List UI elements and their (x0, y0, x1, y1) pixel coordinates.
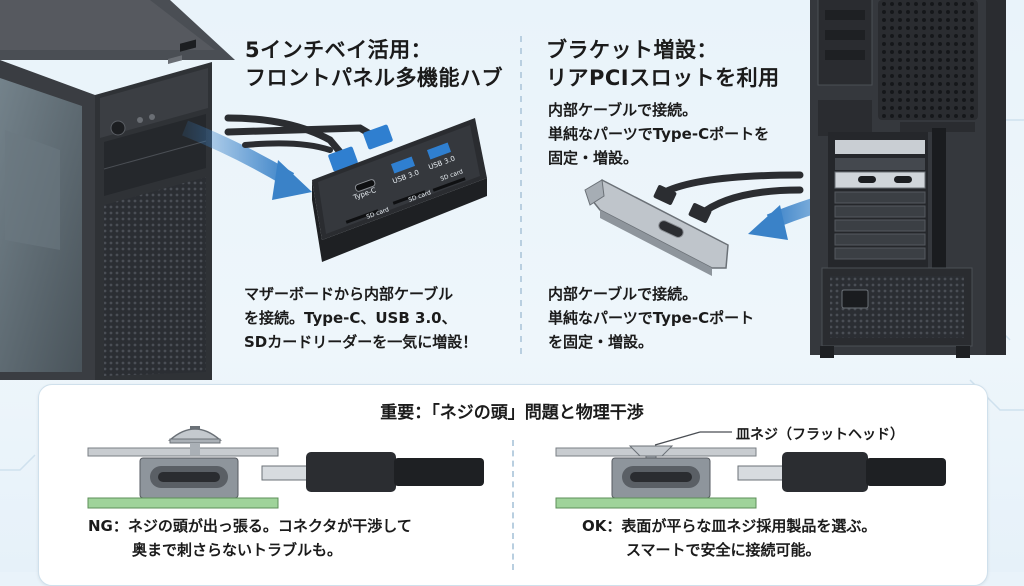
callout-leader (654, 431, 701, 446)
ok-diagram (555, 431, 946, 509)
usb-port-1 (390, 156, 416, 174)
usb-headers (328, 124, 393, 172)
ng-note-line2: 奥まで刺さらないトラブルも。 (132, 541, 343, 559)
left-desc-line3: SDカードリーダーを一気に増設！ (244, 333, 478, 351)
ok-flat-head-screw (628, 445, 674, 457)
front-panel-cables (224, 114, 384, 162)
left-desc-line1: マザーボードから内部ケーブル (244, 285, 454, 303)
screw-warning-heading: 重要：「ネジの頭」問題と物理干渉 (380, 403, 644, 423)
right-title-line2: リアPCIスロットを利用 (546, 66, 780, 90)
bottom-divider (512, 440, 514, 570)
right-lower-description: 内部ケーブルで接続。 単純なパーツでType-Cポート を固定・増設。 (548, 282, 754, 354)
right-upper-line1: 内部ケーブルで接続。 (548, 101, 698, 119)
right-upper-line3: 固定・増設。 (548, 149, 639, 167)
left-title-line2: フロントパネル多機能ハブ (245, 66, 503, 90)
right-upper-line2: 単純なパーツでType-Cポートを (548, 125, 770, 143)
ng-diagram (87, 426, 484, 509)
front-panel-hub (312, 118, 487, 262)
ok-note-line2: スマートで安全に接続可能。 (626, 541, 821, 559)
right-lower-line3: を固定・増設。 (548, 333, 654, 351)
right-title-line1: ブラケット増設： (546, 38, 718, 62)
bracket-typec-port (658, 220, 684, 238)
ok-note: OK：表面が平らな皿ネジ採用製品を選ぶ。 スマートで安全に接続可能。 (582, 514, 876, 562)
arrow-left-head (272, 160, 312, 200)
left-title-line1: 5インチベイ活用： (245, 38, 433, 62)
left-desc-line2: を接続。Type-C、USB 3.0、 (244, 309, 457, 327)
left-description: マザーボードから内部ケーブル を接続。Type-C、USB 3.0、 SDカード… (244, 282, 477, 354)
flat-head-callout: 皿ネジ（フラットヘッド） (736, 427, 904, 443)
typec-port (354, 179, 376, 192)
pci-bracket (584, 179, 729, 276)
right-lower-line2: 単純なパーツでType-Cポート (548, 309, 755, 327)
ng-note: NG：ネジの頭が出っ張る。コネクタが干渉して 奥まで刺さらないトラブルも。 (88, 514, 412, 562)
illustration (0, 0, 1024, 471)
case-front-port (180, 39, 196, 52)
screw-diagrams (87, 426, 946, 509)
right-title: ブラケット増設： リアPCIスロットを利用 (546, 36, 780, 92)
bracket-cables (653, 171, 804, 223)
right-lower-line1: 内部ケーブルで接続。 (548, 285, 698, 303)
right-upper-description: 内部ケーブルで接続。 単純なパーツでType-Cポートを 固定・増設。 (548, 98, 769, 170)
usb-port-2 (426, 142, 452, 160)
ok-note-line1: OK：表面が平らな皿ネジ採用製品を選ぶ。 (582, 517, 877, 535)
arrow-right-head (748, 205, 788, 240)
ng-pan-head-screw (168, 428, 222, 441)
ng-note-line1: NG：ネジの頭が出っ張る。コネクタが干渉して (88, 517, 412, 535)
right-pc-case-rear (810, 0, 1006, 358)
left-pc-case (0, 0, 235, 380)
left-title: 5インチベイ活用： フロントパネル多機能ハブ (245, 36, 503, 92)
